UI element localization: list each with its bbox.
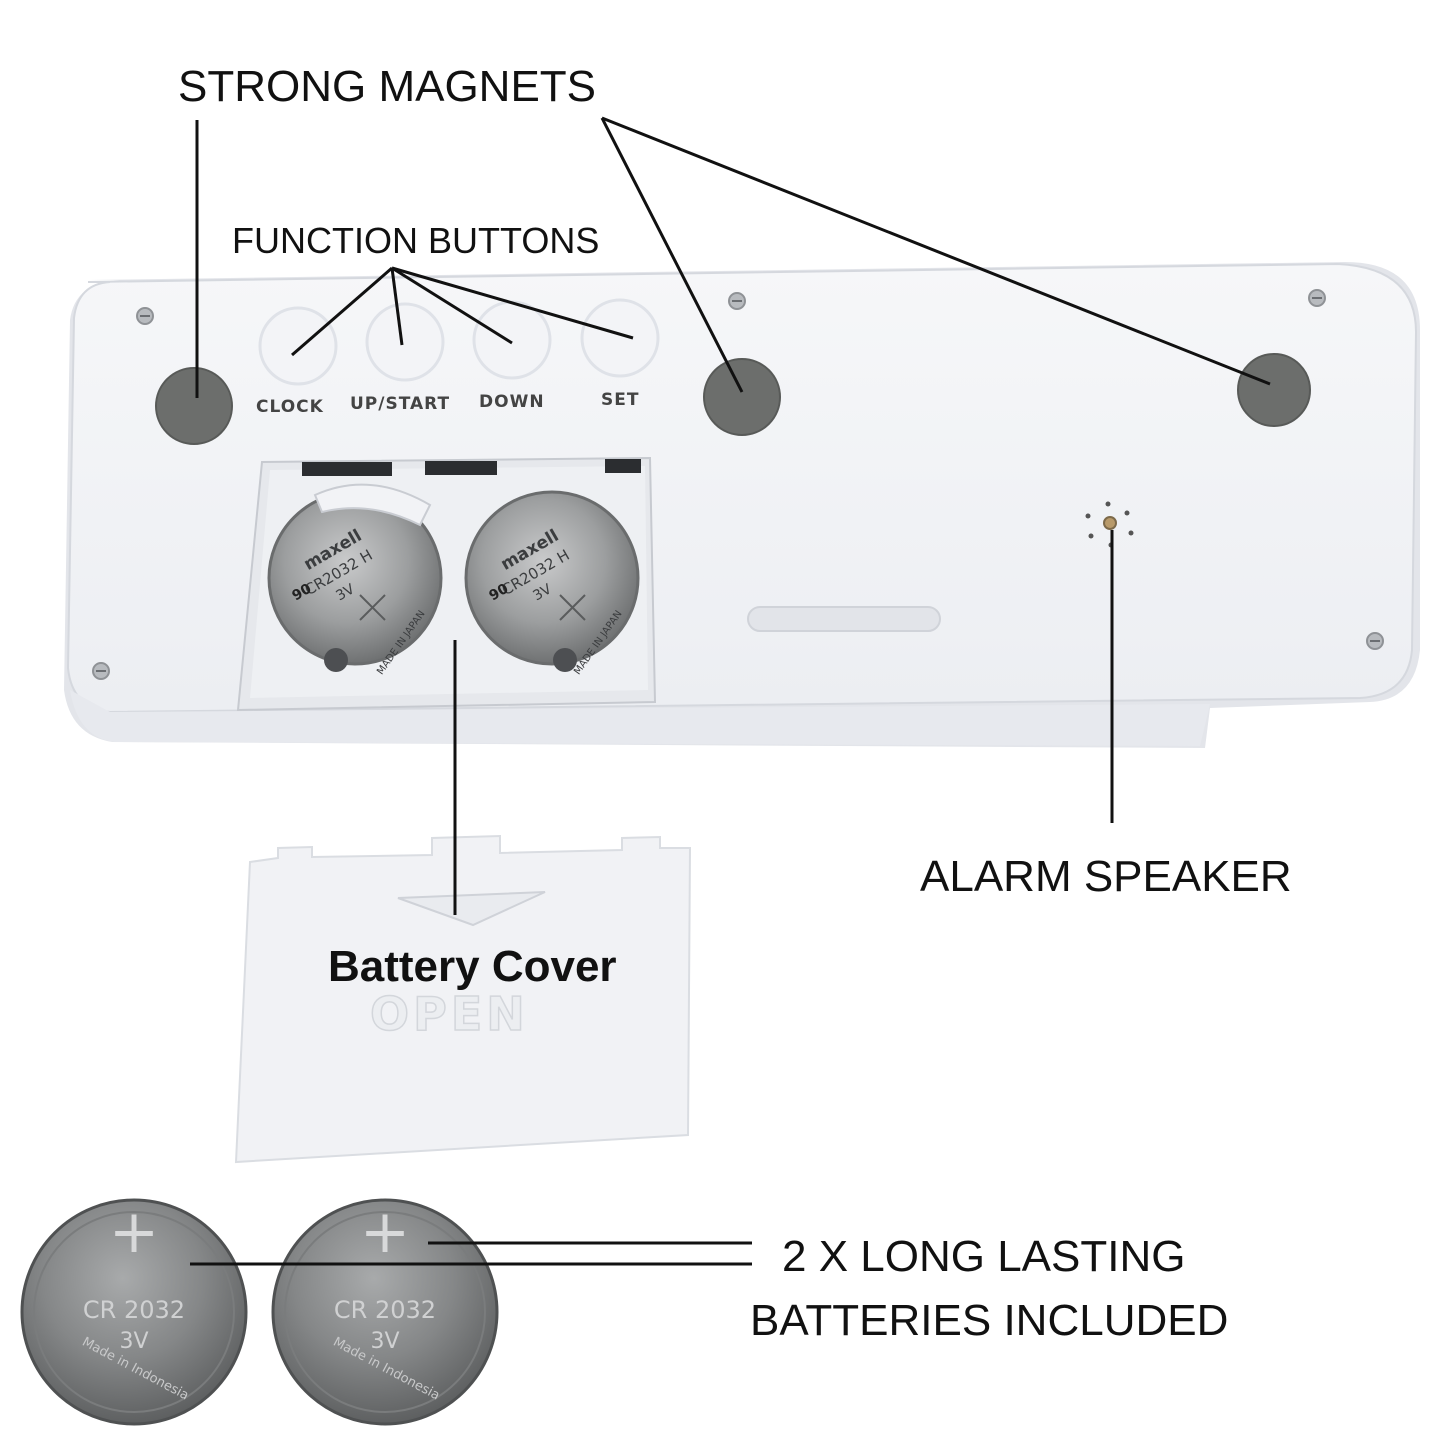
cover-embossed-text: OPEN — [370, 987, 529, 1041]
leader-magnet-middle — [600, 117, 744, 393]
leader-magnet-right — [601, 116, 1271, 386]
battery-clip — [313, 483, 432, 527]
callout-batteries-line2: BATTERIES INCLUDED — [750, 1296, 1229, 1345]
spare-cell — [20, 1198, 248, 1426]
button-set[interactable] — [580, 298, 660, 378]
button-label-clock: CLOCK — [256, 397, 324, 417]
battery-cover — [234, 834, 692, 1164]
leader-button-clock — [291, 266, 393, 357]
spare-cell-polarity: + — [109, 1197, 159, 1267]
spare-cell-voltage: 3V — [370, 1329, 399, 1354]
leader-lines — [190, 116, 1271, 1266]
spare-cell-polarity: + — [360, 1197, 410, 1267]
button-clock[interactable] — [258, 306, 338, 386]
leader-button-set — [391, 266, 634, 340]
leader-button-down — [391, 266, 513, 345]
spare-cell-model: CR 2032 — [83, 1296, 185, 1324]
spare-cell-voltage: 3V — [119, 1329, 148, 1354]
installed-cell — [464, 490, 640, 672]
magnet — [1237, 353, 1311, 427]
callout-batteries-line1: 2 X LONG LASTING — [782, 1232, 1186, 1281]
speaker-grille — [1085, 501, 1134, 548]
spare-cell — [271, 1198, 499, 1426]
leader-button-up-start — [390, 267, 404, 346]
spare-cell-model: CR 2032 — [334, 1296, 436, 1324]
callout-strong-magnets: STRONG MAGNETS — [178, 62, 597, 111]
screw — [92, 662, 110, 680]
button-down[interactable] — [472, 300, 552, 380]
screw — [1366, 632, 1384, 650]
screw — [728, 292, 746, 310]
screw — [1308, 289, 1326, 307]
installed-cell — [267, 490, 443, 672]
callout-battery-cover: Battery Cover — [328, 942, 617, 991]
button-label-down: DOWN — [479, 392, 545, 412]
button-label-set: SET — [601, 390, 639, 410]
callout-function-buttons: FUNCTION BUTTONS — [232, 220, 600, 261]
magnet — [155, 367, 233, 445]
vent-slot — [747, 606, 941, 632]
button-label-up-start: UP/START — [350, 394, 450, 414]
screw — [136, 307, 154, 325]
callout-alarm-speaker: ALARM SPEAKER — [920, 852, 1292, 901]
magnet — [703, 358, 781, 436]
button-up-start[interactable] — [365, 302, 445, 382]
